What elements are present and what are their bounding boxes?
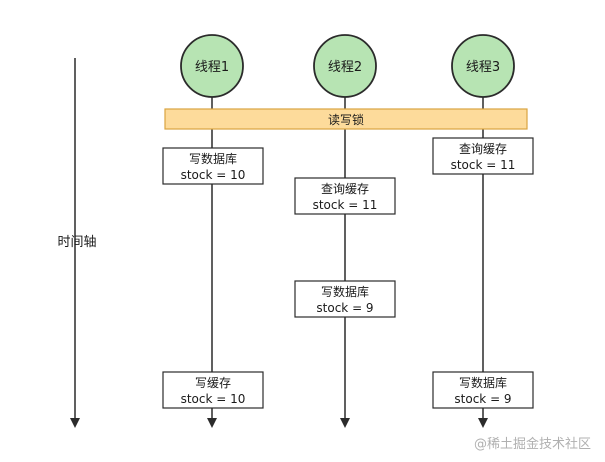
time-axis-label: 时间轴 bbox=[57, 235, 96, 250]
step-box-title: 写缓存 bbox=[195, 376, 231, 390]
step-box: 写数据库 stock = 10 bbox=[162, 147, 264, 185]
step-box-title: 写数据库 bbox=[459, 375, 507, 390]
lock-bar: 读写锁 bbox=[164, 108, 528, 130]
thread-3-label: 线程3 bbox=[466, 60, 500, 75]
step-box-value: stock = 9 bbox=[454, 392, 511, 406]
step-box-rect bbox=[162, 147, 264, 185]
step-box: 写缓存 stock = 10 bbox=[162, 371, 264, 409]
step-box-rect bbox=[162, 371, 264, 409]
thread-3-node bbox=[451, 34, 515, 98]
thread-2: 线程2 bbox=[313, 34, 377, 428]
step-box-value: stock = 11 bbox=[451, 158, 516, 172]
lock-bar-label: 读写锁 bbox=[328, 112, 364, 127]
step-box-value: stock = 10 bbox=[181, 168, 246, 182]
time-axis-arrow-icon bbox=[70, 418, 80, 428]
thread-1-label: 线程1 bbox=[195, 60, 229, 75]
step-box-value: stock = 11 bbox=[313, 198, 378, 212]
step-box-value: stock = 10 bbox=[181, 392, 246, 406]
step-box: 写数据库 stock = 9 bbox=[294, 280, 396, 318]
step-box-title: 写数据库 bbox=[189, 151, 237, 166]
watermark: @稀土掘金技术社区 bbox=[473, 437, 591, 452]
thread-2-arrow-icon bbox=[340, 418, 350, 428]
thread-2-node bbox=[313, 34, 377, 98]
step-box: 写数据库 stock = 9 bbox=[432, 371, 534, 409]
step-box-rect bbox=[432, 137, 534, 175]
thread-1-node bbox=[180, 34, 244, 98]
step-box-rect bbox=[432, 371, 534, 409]
lock-bar-rect bbox=[164, 108, 528, 130]
step-box-rect bbox=[294, 280, 396, 318]
thread-1: 线程1 bbox=[180, 34, 244, 428]
step-box-title: 写数据库 bbox=[321, 284, 369, 299]
step-box-title: 查询缓存 bbox=[321, 182, 369, 196]
step-box-rect bbox=[294, 177, 396, 215]
step-box-value: stock = 9 bbox=[316, 301, 373, 315]
step-box: 查询缓存 stock = 11 bbox=[432, 137, 534, 175]
thread-2-label: 线程2 bbox=[328, 60, 362, 75]
thread-3-arrow-icon bbox=[478, 418, 488, 428]
step-box-title: 查询缓存 bbox=[459, 142, 507, 156]
thread-3: 线程3 bbox=[451, 34, 515, 428]
step-box: 查询缓存 stock = 11 bbox=[294, 177, 396, 215]
thread-1-arrow-icon bbox=[207, 418, 217, 428]
